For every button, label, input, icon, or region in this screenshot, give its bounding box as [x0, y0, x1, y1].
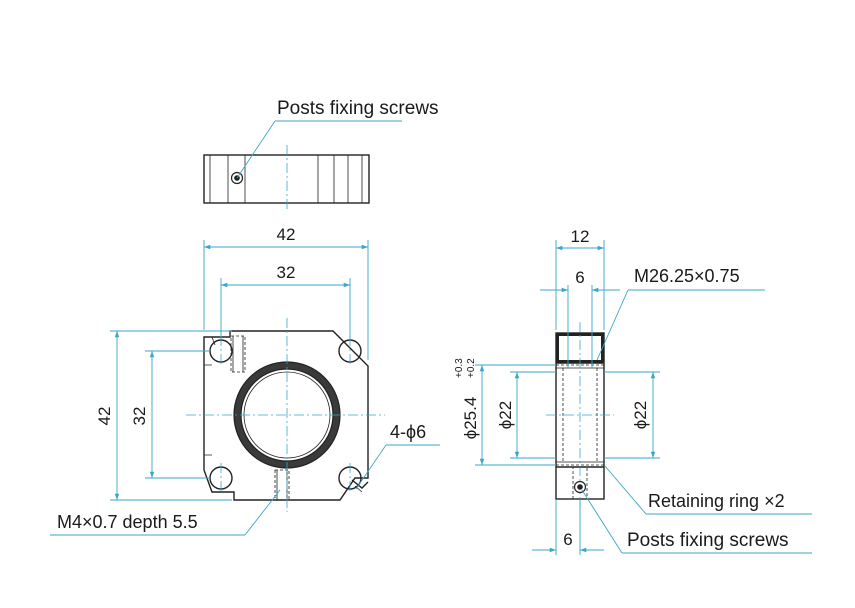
side-screws-callout: Posts fixing screws	[627, 530, 789, 551]
front-view: 42 32 42 32 4-ϕ6 M4×0.7 depth 5.5	[50, 225, 440, 536]
front-width-holes-dim: 32	[277, 263, 296, 282]
bore-dia-dim: ϕ25.4	[461, 397, 480, 440]
retaining-ring-callout: Retaining ring ×2	[648, 491, 785, 511]
side-inner-width-dim: 6	[575, 268, 584, 287]
bore-tol-lower: +0.2	[466, 358, 477, 378]
holes-callout: 4-ϕ6	[390, 422, 426, 442]
side-thickness-dim: 12	[571, 227, 590, 246]
front-width-outer-dim: 42	[277, 225, 296, 244]
top-screws-callout: Posts fixing screws	[277, 98, 439, 119]
tapped-hole-callout: M4×0.7 depth 5.5	[57, 512, 198, 532]
inner-dia-left-dim: ϕ22	[496, 401, 515, 429]
front-height-outer-dim: 42	[95, 407, 114, 426]
inner-dia-right-dim: ϕ22	[631, 401, 650, 429]
side-bottom-width-dim: 6	[563, 530, 572, 549]
thread-callout: M26.25×0.75	[634, 266, 740, 286]
side-view: 12 6 ϕ25.4 +0.3 +0.2 ϕ22 ϕ22 6 M26.25×0.…	[454, 227, 812, 555]
front-height-holes-dim: 32	[130, 407, 149, 426]
top-view: Posts fixing screws	[203, 98, 439, 212]
screw-icon	[573, 480, 587, 494]
bore-tol-upper: +0.3	[454, 358, 465, 378]
svg-text:ϕ25.4: ϕ25.4	[461, 397, 480, 440]
